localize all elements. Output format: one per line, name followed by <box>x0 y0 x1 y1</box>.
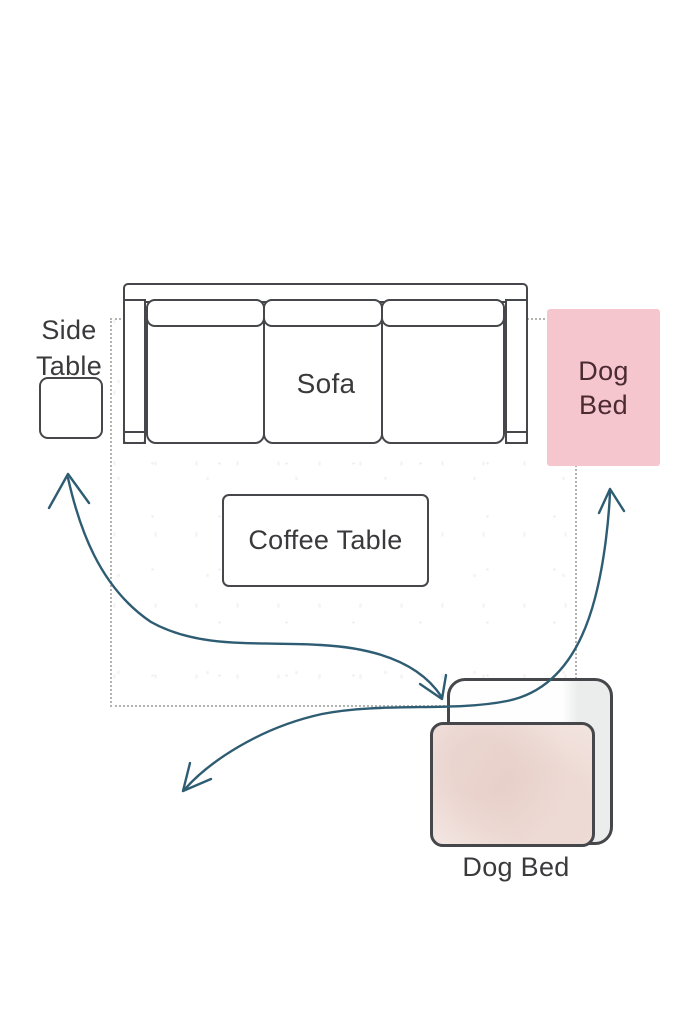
arrowhead-at-floor <box>181 761 213 793</box>
arrowhead-at-dog-bed-spot <box>597 487 626 515</box>
dog-bed-spot: Dog Bed <box>547 309 660 466</box>
dog-bed-spot-label: Dog Bed <box>578 355 629 420</box>
sofa-foot-left <box>123 431 146 444</box>
sofa-foot-right <box>505 431 528 444</box>
sofa-seat-right <box>381 299 505 444</box>
arrowhead-at-side-table <box>47 472 91 510</box>
coffee-table: Coffee Table <box>222 494 429 587</box>
sofa-back-cushion-middle <box>263 299 383 327</box>
side-table-label: Side Table <box>35 315 103 381</box>
dog-bed-label: Dog Bed <box>462 852 570 882</box>
sofa-seat-middle <box>263 299 383 444</box>
sofa-armrest-right <box>505 299 528 444</box>
sofa-seat-left <box>146 299 265 444</box>
sofa-back-cushion-right <box>381 299 505 327</box>
coffee-table-label: Coffee Table <box>248 525 403 555</box>
dog-bed-cushion <box>430 722 595 847</box>
side-table <box>39 377 103 439</box>
sofa-back-cushion-left <box>146 299 265 327</box>
sofa-armrest-left <box>123 299 146 444</box>
sofa-label: Sofa <box>296 368 356 399</box>
